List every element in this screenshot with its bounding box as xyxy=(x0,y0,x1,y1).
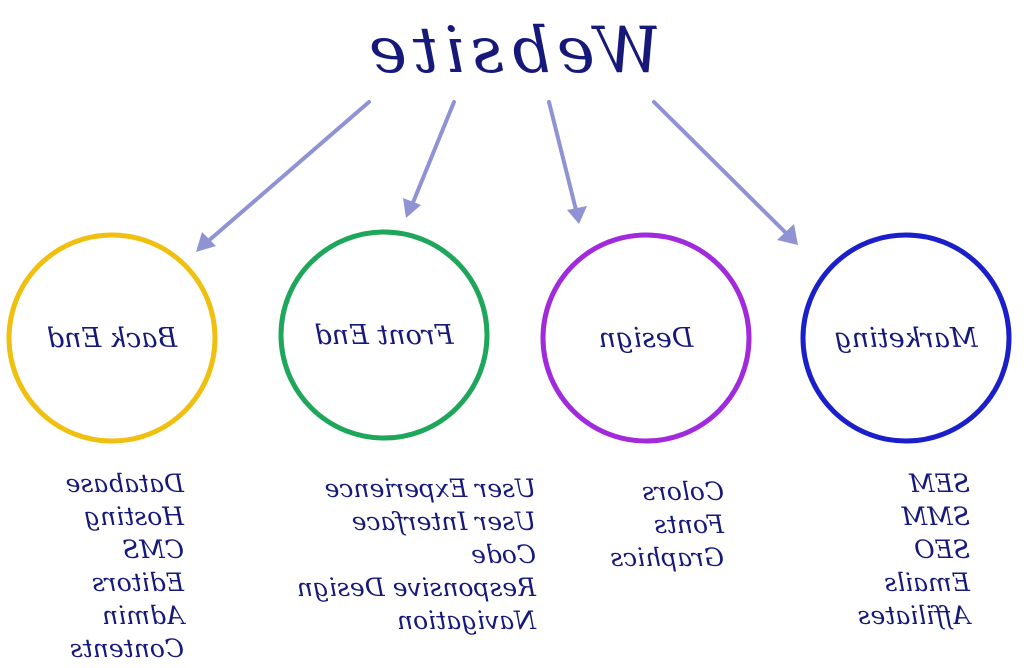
node-marketing-items: SEM SMM SEO Emails Affiliates xyxy=(858,469,972,630)
connector-arrows xyxy=(196,100,798,252)
node-front-end-ring xyxy=(278,229,490,441)
list-item: User Interface xyxy=(352,507,536,536)
list-item: Editors xyxy=(92,568,185,597)
node-design-items: Colors Fonts Graphics xyxy=(610,477,725,572)
list-item: Graphics xyxy=(610,543,724,572)
list-item: Emails xyxy=(884,568,971,597)
node-marketing-ring xyxy=(800,232,1012,444)
list-item: Code xyxy=(471,540,536,569)
node-front-end-label: Front End xyxy=(314,320,454,351)
arrow-to-back-end xyxy=(196,100,371,252)
arrow-to-front-end xyxy=(403,100,456,218)
node-back-end: Back End Database Hosting CMS Editors Ad… xyxy=(6,232,218,663)
node-back-end-ring xyxy=(6,232,218,444)
node-back-end-label: Back End xyxy=(47,323,178,354)
list-item: Fonts xyxy=(654,510,725,539)
list-item: CMS xyxy=(122,535,184,564)
list-item: Affiliates xyxy=(858,601,972,630)
list-item: Hosting xyxy=(84,502,185,531)
arrow-to-marketing xyxy=(652,100,798,245)
node-front-end-items: User Experience User Interface Code Resp… xyxy=(297,474,537,635)
list-item: User Experience xyxy=(325,474,536,503)
list-item: Navigation xyxy=(397,606,537,635)
list-item: Responsive Design xyxy=(297,573,537,602)
node-back-end-items: Database Hosting CMS Editors Admin Conte… xyxy=(66,469,186,663)
node-marketing: Marketing SEM SMM SEO Emails Affiliates xyxy=(800,232,1012,630)
list-item: Admin xyxy=(102,601,186,630)
list-item: Colors xyxy=(642,477,724,506)
node-design: Design Colors Fonts Graphics xyxy=(540,232,752,572)
diagram-title: Website xyxy=(363,14,661,88)
list-item: SEM xyxy=(908,469,970,498)
node-marketing-label: Marketing xyxy=(834,323,978,354)
node-design-label: Design xyxy=(599,323,695,354)
list-item: Database xyxy=(66,469,185,498)
node-design-ring xyxy=(540,232,752,444)
list-item: Contents xyxy=(70,634,184,663)
list-item: SEO xyxy=(914,535,970,564)
node-front-end: Front End User Experience User Interface… xyxy=(278,229,537,635)
arrow-to-design xyxy=(547,100,587,224)
list-item: SMM xyxy=(900,502,970,531)
